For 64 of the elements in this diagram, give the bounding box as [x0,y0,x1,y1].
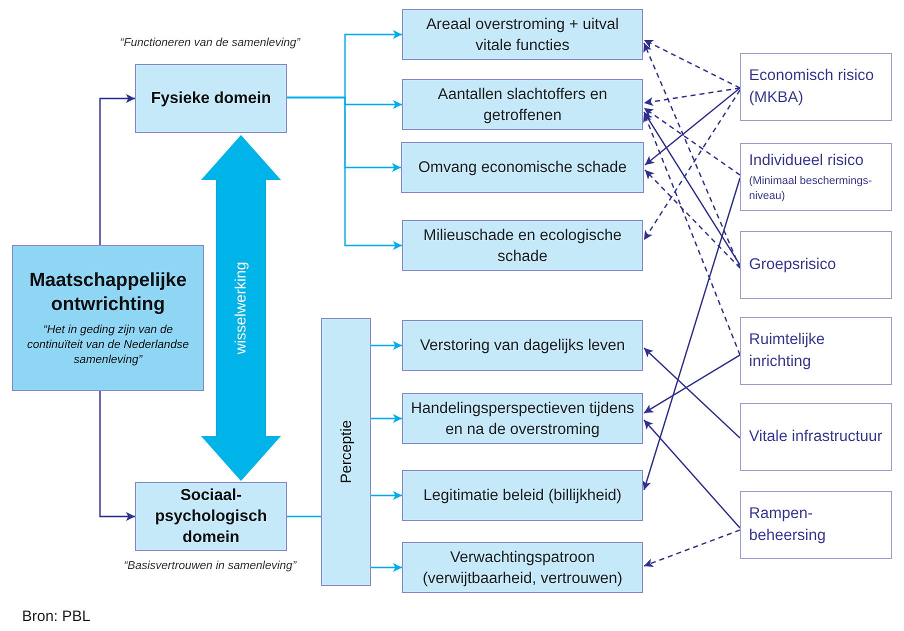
box-label: Rampen-beheersing [749,504,827,546]
process-box [402,320,643,371]
source-note: Bron: PBL [22,608,90,625]
process-box [402,470,643,521]
process-box [401,142,644,193]
box-label: Legitimatie beleid (billijkheid) [422,486,623,506]
quote-caption: “Functioneren van de samenleving” [118,37,302,49]
arrow [371,491,402,500]
box-label: Milieuschade en ecologische schade [422,226,623,266]
box-label: Individueel risico [749,151,864,171]
box-label: Ruimtelijke inrichting [749,330,826,372]
process-box [740,317,892,385]
process-box [740,403,892,471]
box-label: Perceptie [338,420,354,484]
box-label: Aantallen slachtoffers en getroffenen [436,84,608,126]
arrow [643,112,741,356]
arrow [644,107,740,176]
edge-label: wisselwerking [232,261,250,354]
process-box [740,231,892,299]
box-subtext: (Minimaal beschermings-niveau) [749,174,873,204]
arrow [644,348,740,438]
arrow [371,563,402,572]
box-label: Verstoring van dagelijks leven [418,336,626,356]
arrow [643,90,741,240]
process-box [135,482,287,551]
process-box [321,318,371,586]
process-box [402,79,643,130]
arrow [371,414,402,423]
box-label: Economisch risico (MKBA) [749,66,875,108]
arrow [642,178,741,490]
arrow [644,170,740,268]
arrow [644,87,740,166]
box-label: Verwachtingspatroon (verwijtbaarheid, vertrouwen) [422,548,624,588]
box-label: Sociaal-psychologisch domein [154,486,268,548]
arrow [643,420,741,528]
box-label: Maatschappelijke ontwrichting [28,268,188,316]
process-box [740,53,892,121]
box-label: Areaal overstroming + uitval vitale functies [425,14,620,56]
process-box [402,393,643,444]
box-label: Vitale infrastructuur [749,427,882,447]
box-label: Handelingsperspectieven tijdens en na de overstroming [410,398,636,440]
process-box [12,245,204,391]
arrow [643,42,741,268]
process-box [135,64,287,133]
arrow [287,96,402,250]
arrow [644,87,740,106]
process-box [402,220,643,271]
arrow [643,112,741,266]
process-box [740,491,892,559]
double-arrow [201,135,281,481]
arrow [644,39,740,89]
box-label: Omvang economische schade [417,158,628,178]
arrow [99,391,135,521]
arrow [99,94,135,245]
box-label: Groepsrisico [749,255,836,275]
process-box [402,542,643,593]
arrow [371,341,402,350]
process-box [740,143,892,211]
arrow [644,529,740,568]
process-box [402,9,643,60]
box-subtext: “Het in geding zijn van de continuïteit van de Nederlandse samenleving” [26,322,190,368]
box-label: Fysieke domein [150,89,272,109]
arrow [644,354,740,414]
quote-caption: “Basisvertrouwen in samenleving” [122,560,298,572]
